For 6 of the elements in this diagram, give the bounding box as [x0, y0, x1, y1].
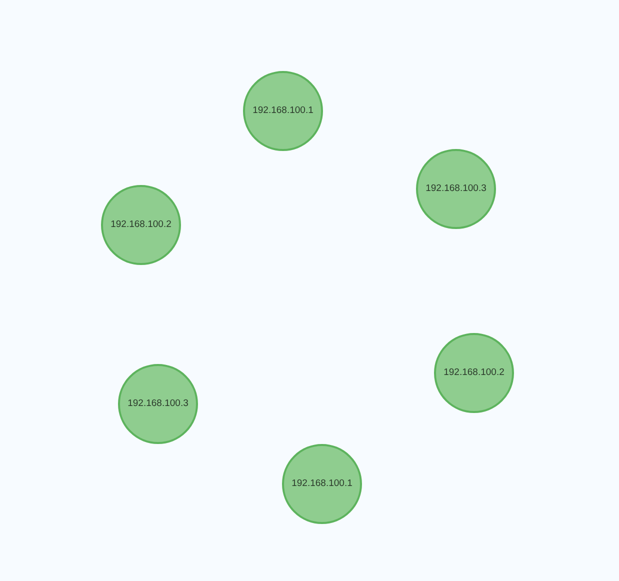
ip-address: 192.168.100.1 — [252, 105, 314, 117]
ip-address: 192.168.100.2 — [444, 367, 504, 379]
ip-address: 192.168.100.3 — [426, 183, 486, 195]
ip-address: 192.168.100.1 — [292, 478, 352, 490]
ip-address: 192.168.100.3 — [128, 398, 188, 410]
ip-address: 192.168.100.2 — [110, 219, 172, 231]
